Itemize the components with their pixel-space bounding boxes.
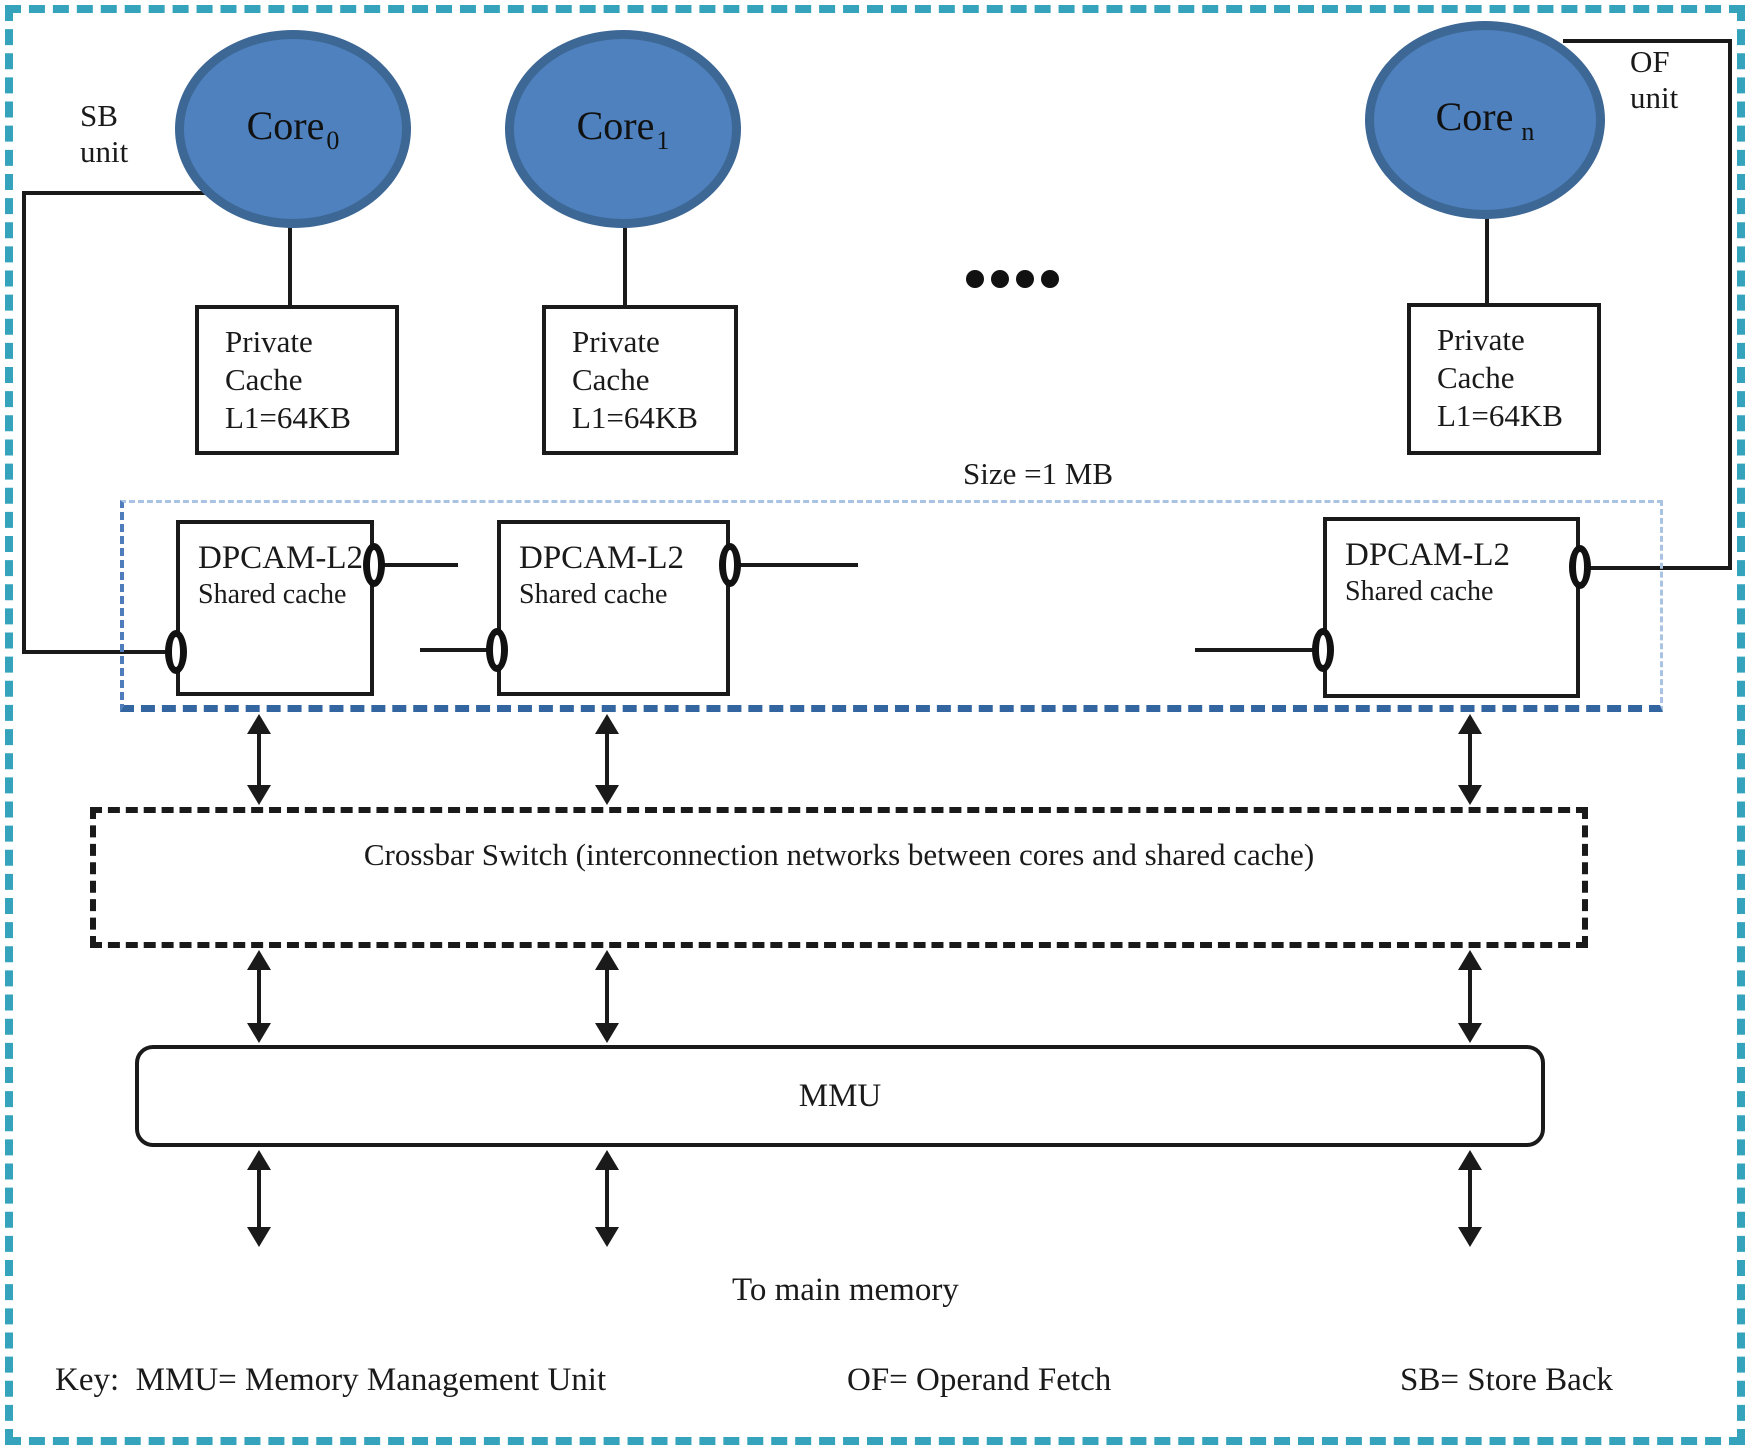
sb-line-horizontal-bottom	[22, 650, 167, 654]
continuation-dots-icon	[966, 270, 1059, 288]
of-line-horizontal-top	[1563, 39, 1732, 43]
port-oval-icon	[363, 543, 385, 587]
sb-line-vertical	[22, 191, 26, 654]
bidirectional-arrow	[595, 1150, 619, 1247]
core-1-ellipse: Core1	[505, 30, 741, 228]
dpcam-box-0: DPCAM-L2 Shared cache	[176, 520, 374, 696]
core-1-label: Core1	[576, 103, 670, 155]
key-of-text: OF= Operand Fetch	[847, 1362, 1112, 1398]
bidirectional-arrow	[247, 950, 271, 1043]
private-cache-0: Private Cache L1=64KB	[195, 305, 399, 455]
key-sb-text: SB= Store Back	[1400, 1362, 1613, 1398]
size-label: Size =1 MB	[963, 456, 1114, 491]
dpcam1-left-stub	[420, 648, 490, 652]
bidirectional-arrow	[1458, 1150, 1482, 1247]
key-mmu-text: Key: MMU= Memory Management Unit	[55, 1362, 607, 1398]
of-unit-label: OF unit	[1630, 44, 1679, 115]
private-cache-1: Private Cache L1=64KB	[542, 305, 738, 455]
port-oval-icon	[165, 630, 187, 674]
dpcam-box-1: DPCAM-L2 Shared cache	[497, 520, 730, 696]
dpcam1-right-stub	[736, 563, 858, 567]
shared-cache-container	[120, 500, 1663, 712]
outer-dashed-border	[5, 5, 1745, 1445]
bidirectional-arrow	[247, 1150, 271, 1247]
dpcam-subtitle: Shared cache	[198, 579, 347, 610]
core-0-label: Core0	[246, 103, 340, 155]
bidirectional-arrow	[247, 714, 271, 805]
dpcam0-right-stub	[380, 563, 458, 567]
port-oval-icon	[1569, 545, 1591, 589]
sb-line-horizontal-top	[22, 191, 212, 195]
core-0-ellipse: Core0	[175, 30, 411, 228]
crossbar-switch-box: Crossbar Switch (interconnection network…	[90, 807, 1588, 948]
private-cache-n: Private Cache L1=64KB	[1407, 303, 1601, 455]
core0-cache-connector	[288, 224, 292, 309]
dpcam-box-n: DPCAM-L2 Shared cache	[1323, 517, 1580, 698]
core1-cache-connector	[623, 220, 627, 309]
bidirectional-arrow	[595, 714, 619, 805]
coren-cache-connector	[1485, 216, 1489, 309]
dpcam-title: DPCAM-L2	[519, 540, 685, 576]
dpcam-subtitle: Shared cache	[519, 579, 668, 610]
bidirectional-arrow	[595, 950, 619, 1043]
dpcam-subtitle: Shared cache	[1345, 576, 1494, 607]
port-oval-icon	[486, 628, 508, 672]
dpcam-title: DPCAM-L2	[1345, 537, 1511, 573]
mmu-box: MMU	[135, 1045, 1545, 1147]
crossbar-switch-label: Crossbar Switch (interconnection network…	[363, 837, 1315, 872]
to-main-memory-label: To main memory	[732, 1272, 959, 1308]
dpcamn-left-stub	[1195, 648, 1317, 652]
dpcam-title: DPCAM-L2	[198, 540, 364, 576]
port-oval-icon	[1312, 628, 1334, 672]
mmu-label: MMU	[798, 1077, 882, 1114]
bidirectional-arrow	[1458, 714, 1482, 805]
bidirectional-arrow	[1458, 950, 1482, 1043]
of-line-vertical	[1728, 39, 1732, 570]
port-oval-icon	[719, 543, 741, 587]
sb-unit-label: SB unit	[80, 98, 129, 169]
